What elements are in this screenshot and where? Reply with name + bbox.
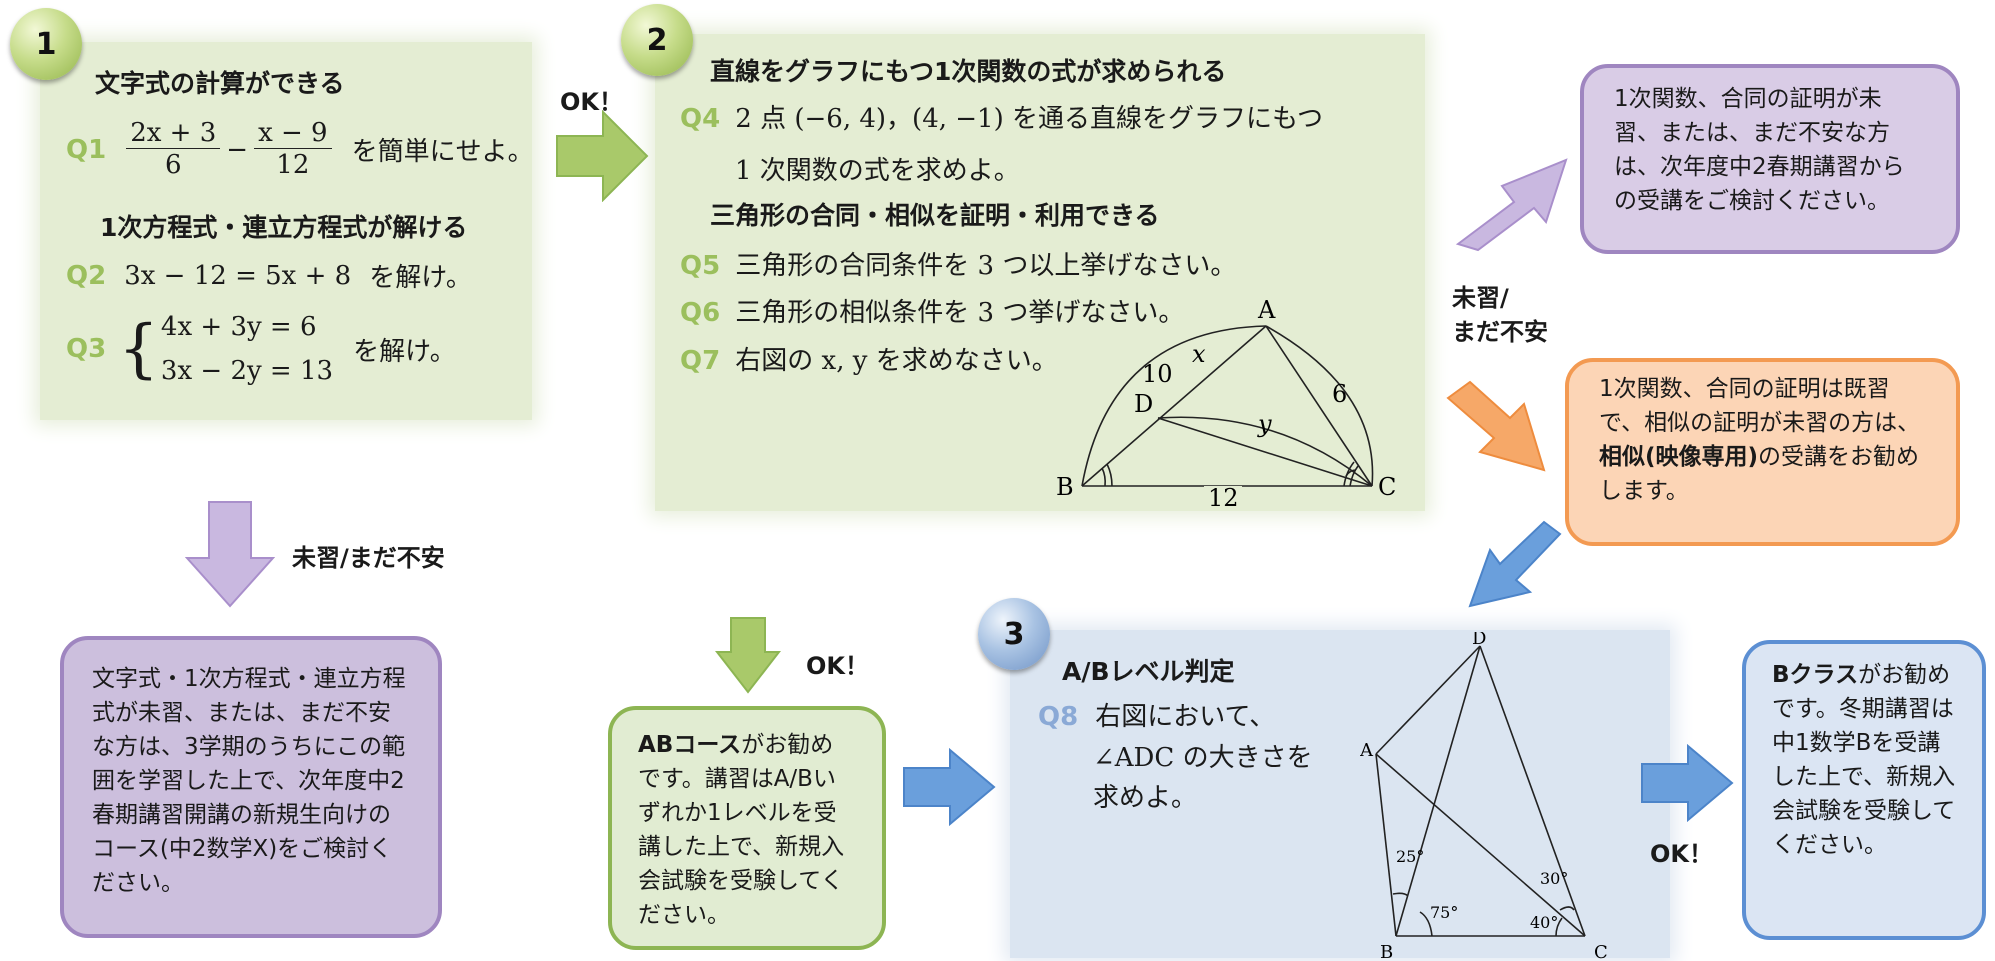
fig2-label-D: D	[1134, 390, 1153, 418]
arrow-down-to-ab-course	[715, 617, 781, 694]
recommendation-text-step1: 文字式・1次方程式・連立方程式が未習、または、まだ不安な方は、3学期のうちにこの…	[92, 666, 406, 896]
fig3-label-B: B	[1380, 942, 1393, 960]
fig2-label-6: 6	[1332, 380, 1347, 408]
step3-heading: A/Bレベル判定	[1062, 657, 1235, 686]
fig2-label-10: 10	[1142, 360, 1173, 388]
fig2-label-A: A	[1257, 296, 1276, 324]
q8-line2: ∠ADC の大きさを	[1093, 743, 1313, 773]
ab-course-text-bold: ABコース	[638, 732, 742, 758]
q1-label: Q1	[66, 134, 107, 165]
q3-system: 4x + 3y = 6 3x − 2y = 13	[161, 305, 333, 393]
step3-panel	[1010, 630, 1670, 958]
q7-label: Q7	[680, 346, 721, 376]
fig2-label-12: 12	[1208, 484, 1239, 512]
fig2-label-x: x	[1192, 340, 1206, 368]
recommendation-text-step2: 1次関数、合同の証明が未習、または、まだ不安な方は、次年度中2春期講習からの受講…	[1614, 86, 1905, 214]
recommendation-box-step1-not-learned: 文字式・1次方程式・連立方程式が未習、または、まだ不安な方は、3学期のうちにこの…	[60, 636, 442, 938]
q2-row: Q2 3x − 12 = 5x + 8 を解け。	[66, 257, 472, 294]
fig3-angle-75: 75°	[1430, 903, 1458, 922]
q2-expression: 3x − 12 = 5x + 8	[124, 260, 352, 291]
b-class-text-bold: Bクラス	[1772, 662, 1859, 688]
recommendation-box-similarity: 1次関数、合同の証明は既習で、相似の証明が未習の方は、相似(映像専用)の受講をお…	[1565, 358, 1960, 546]
arc-ba	[1081, 325, 1267, 487]
arrow-down-left-to-step3	[1468, 520, 1562, 608]
step2-panel	[655, 34, 1425, 511]
q8-quadrilateral-figure: D A B C 25° 75° 30° 40°	[1360, 632, 1608, 960]
q4-row: Q4 2 点 (−6, 4)，(4, −1) を通る直線をグラフにもつ	[680, 98, 1323, 135]
q4-line2: 1 次関数の式を求めよ。	[735, 156, 1020, 186]
q7-triangle-figure: A B C D 10 x 6 y 12	[1056, 296, 1396, 512]
q4-label: Q4	[680, 104, 721, 134]
arrow-right-step1-to-step2	[556, 110, 649, 202]
similarity-text-pre: 1次関数、合同の証明は既習で、相似の証明が未習の方は、	[1599, 376, 1921, 436]
fig2-label-y: y	[1257, 410, 1272, 438]
fig2-label-B: B	[1056, 473, 1074, 501]
q8-row: Q8 右図において、	[1038, 696, 1275, 733]
q2-text: を解け。	[369, 263, 472, 293]
q1-text: を簡単にせよ。	[351, 137, 534, 167]
q5-text: 三角形の合同条件を 3 つ以上挙げなさい。	[735, 251, 1237, 281]
q5-label: Q5	[680, 251, 721, 281]
q1-denominator-2: 12	[276, 150, 310, 180]
not-learned-label-step2-line1: 未習/	[1452, 284, 1509, 312]
not-learned-label-step2-line2: まだ不安	[1452, 318, 1548, 346]
recommendation-box-b-class: Bクラスがお勧めです。冬期講習は中1数学Bを受講した上で、新規入会試験を受験して…	[1742, 640, 1986, 940]
b-class-text-post: がお勧めです。冬期講習は中1数学Bを受講した上で、新規入会試験を受験してください…	[1772, 662, 1956, 858]
arrow-down-right-step2-similarity	[1446, 380, 1546, 472]
q6-label: Q6	[680, 298, 721, 328]
arrow-up-right-step2-not-learned	[1455, 158, 1568, 252]
q1-denominator-1: 6	[164, 150, 182, 180]
step1-heading-equations: 1次方程式・連立方程式が解ける	[100, 213, 468, 242]
step1-heading-expressions: 文字式の計算ができる	[95, 69, 345, 98]
q2-label: Q2	[66, 260, 107, 291]
q3-text: を解け。	[353, 336, 456, 367]
fig3-angle-40: 40°	[1530, 913, 1558, 932]
ok-label-ab: OK！	[806, 652, 869, 680]
step3-number-badge: 3	[978, 598, 1050, 670]
arrow-right-ab-to-step3	[903, 748, 996, 826]
step2-heading-linear: 直線をグラフにもつ1次関数の式が求められる	[710, 57, 1227, 86]
fig3-angle-30: 30°	[1540, 869, 1568, 888]
step2-heading-triangles: 三角形の合同・相似を証明・利用できる	[710, 201, 1160, 230]
q3-brace: {	[118, 312, 159, 386]
similarity-text-post: の受講をお勧めします。	[1599, 444, 1920, 504]
q3-row: Q3 { 4x + 3y = 6 3x − 2y = 13 を解け。	[66, 305, 456, 393]
step2-number-badge: 2	[621, 4, 693, 76]
ok-label-bclass: OK！	[1650, 840, 1713, 868]
ok-label-step1: OK！	[560, 88, 623, 116]
step1-panel	[40, 42, 532, 420]
arc-ac	[1265, 325, 1374, 487]
recommendation-box-step2-not-learned: 1次関数、合同の証明が未習、または、まだ不安な方は、次年度中2春期講習からの受講…	[1580, 64, 1960, 254]
fig3-angle-25: 25°	[1396, 847, 1424, 866]
similarity-text-bold: 相似(映像専用)	[1599, 444, 1759, 470]
recommendation-box-ab-course: ABコースがお勧めです。講習はA/Bいずれか1レベルを受講した上で、新規入会試験…	[608, 706, 886, 950]
q6-row: Q6 三角形の相似条件を 3 つ挙げなさい。	[680, 292, 1184, 329]
not-learned-label-step1: 未習/まだ不安	[292, 544, 445, 572]
q1-numerator-2: x − 9	[254, 118, 332, 149]
q3-equation-1: 4x + 3y = 6	[160, 312, 317, 342]
q4-line1: 2 点 (−6, 4)，(4, −1) を通る直線をグラフにもつ	[735, 104, 1323, 134]
ab-course-text-post: がお勧めです。講習はA/Bいずれか1レベルを受講した上で、新規入会試験を受験して…	[638, 732, 845, 928]
q8-line3: 求めよ。	[1093, 783, 1198, 813]
fig2-label-C: C	[1378, 473, 1396, 501]
fig3-label-A: A	[1360, 740, 1374, 761]
q7-text: 右図の x, y を求めなさい。	[735, 346, 1058, 376]
q8-line1: 右図において、	[1095, 702, 1276, 732]
arrow-down-step1-not-learned	[185, 501, 275, 608]
q3-equation-2: 3x − 2y = 13	[160, 356, 334, 386]
q5-row: Q5 三角形の合同条件を 3 つ以上挙げなさい。	[680, 245, 1236, 282]
q1-numerator-1: 2x + 3	[126, 118, 221, 149]
step1-number-badge: 1	[10, 8, 82, 80]
q6-text: 三角形の相似条件を 3 つ挙げなさい。	[735, 298, 1185, 328]
fig3-label-C: C	[1594, 942, 1608, 960]
q3-label: Q3	[66, 334, 107, 364]
arrow-right-step3-to-bclass	[1641, 744, 1734, 822]
q7-row: Q7 右図の x, y を求めなさい。	[680, 340, 1058, 377]
fig3-label-D: D	[1472, 632, 1486, 649]
q1-minus: −	[226, 134, 249, 165]
q8-label: Q8	[1038, 702, 1079, 732]
